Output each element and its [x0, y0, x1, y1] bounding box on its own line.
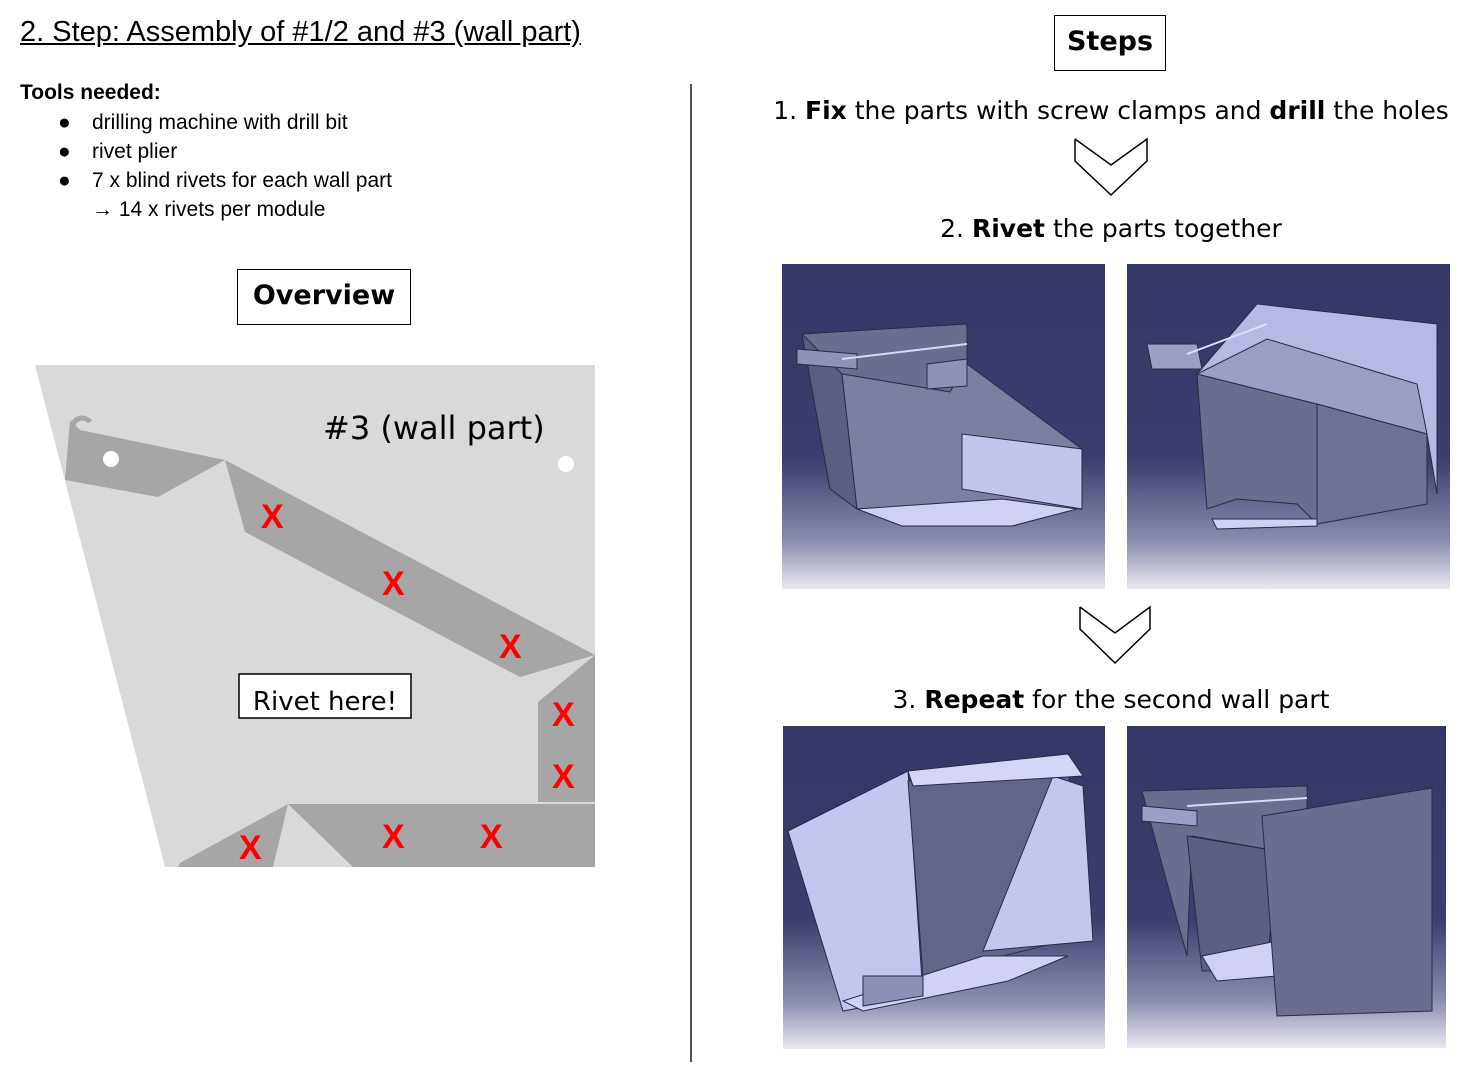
step-keyword: Fix [805, 96, 847, 125]
step-keyword: drill [1269, 96, 1326, 125]
flap-tab [69, 415, 93, 429]
tool-item-text: rivet plier [92, 140, 178, 163]
step-text: the parts with screw clamps and [846, 96, 1270, 125]
rivet-marker: X [552, 696, 575, 734]
cad-view-rivet [1127, 264, 1450, 589]
tools-list: ● drilling machine with drill bit ● rivet … [20, 108, 620, 224]
rivet-marker: X [261, 498, 284, 536]
bottom-left-strip [178, 804, 288, 867]
bullet-icon: ● [58, 169, 71, 192]
tool-sub-item: → 14 x rivets per module [92, 198, 326, 221]
cad-view-repeat-side [1127, 726, 1446, 1048]
cad-view-repeat-front [783, 726, 1105, 1049]
rivet-marker: X [382, 818, 405, 856]
step-keyword: Rivet [971, 214, 1045, 243]
chevron-down-icon [1074, 137, 1148, 197]
cad-render [1146, 303, 1438, 530]
step-number: 2. [940, 214, 972, 243]
step-3-text: 3. Repeat for the second wall part [760, 685, 1462, 714]
rivet-marker: X [552, 758, 575, 796]
part-label: #3 (wall part) [323, 409, 545, 447]
wall-sheet [35, 365, 595, 867]
page-title: 2. Step: Assembly of #1/2 and #3 (wall p… [20, 16, 581, 48]
step-text: the parts together [1045, 214, 1282, 243]
step-number: 1. [773, 96, 806, 125]
steps-heading: Steps [1054, 15, 1166, 71]
hole-left [103, 451, 119, 467]
tools-heading: Tools needed: [20, 81, 161, 104]
cad-render [796, 323, 1083, 527]
step-number: 3. [892, 685, 925, 714]
diagonal-strip [225, 460, 595, 677]
tool-item-text: drilling machine with drill bit [92, 111, 348, 134]
rivet-marker: X [239, 829, 262, 867]
rivet-callout-label: Rivet here! [253, 687, 397, 717]
wall-part-svg: X X X X X X X X #3 (wall part) Rivet her… [35, 365, 595, 867]
list-item: ● rivet plier [20, 137, 620, 166]
overview-heading: Overview [237, 269, 411, 325]
step-2-text: 2. Rivet the parts together [760, 214, 1462, 243]
bullet-icon: ● [58, 111, 71, 134]
column-divider [690, 84, 692, 1062]
tool-item-text: 7 x blind rivets for each wall part [92, 169, 392, 192]
bullet-icon: ● [58, 140, 71, 163]
cad-render [1141, 785, 1433, 1017]
rivet-marker: X [382, 565, 405, 603]
hole-right [558, 456, 574, 472]
chevron-down-icon [1079, 605, 1151, 665]
rivet-markers: X X X X X X X X [239, 498, 575, 867]
cad-render [787, 753, 1094, 1012]
cad-view-fix [782, 264, 1105, 589]
list-item: ● drilling machine with drill bit [20, 108, 620, 137]
rivet-marker: X [480, 818, 503, 856]
upper-flap [65, 420, 225, 497]
step-text: for the second wall part [1024, 685, 1330, 714]
step-keyword: Repeat [924, 685, 1025, 714]
step-text: the holes [1325, 96, 1449, 125]
vertical-strip [538, 655, 595, 802]
bottom-strip [288, 804, 595, 867]
step-1-text: 1. Fix the parts with screw clamps and d… [760, 96, 1462, 125]
rivet-callout-box [238, 673, 412, 719]
rivet-marker: X [499, 628, 522, 666]
list-item: ● 7 x blind rivets for each wall part → 1… [20, 166, 620, 224]
wall-part-diagram: X X X X X X X X #3 (wall part) Rivet her… [30, 360, 600, 872]
